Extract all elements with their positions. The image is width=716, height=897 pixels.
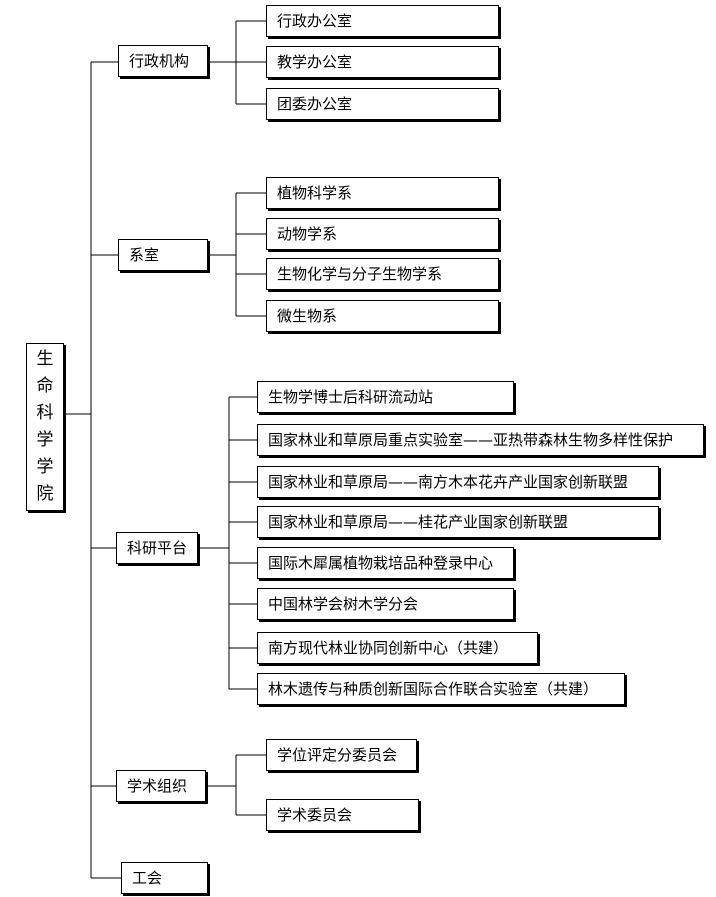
department-label: 工会 (132, 868, 163, 887)
root-label-char: 学 (36, 457, 54, 477)
department-label: 学术组织 (127, 776, 188, 795)
unit-label: 植物科学系 (277, 183, 353, 202)
root-label-char: 院 (36, 484, 54, 504)
unit-node: 中国林学会树木学分会 (257, 588, 514, 620)
unit-node: 生物化学与分子生物学系 (266, 258, 499, 290)
unit-node: 国家林业和草原局重点实验室——亚热带森林生物多样性保护 (257, 424, 704, 456)
unit-node: 教学办公室 (266, 46, 499, 78)
root-label: 生命科学学院 (37, 346, 54, 508)
unit-label: 国家林业和草原局——桂花产业国家创新联盟 (268, 512, 569, 531)
unit-node: 学术委员会 (266, 799, 419, 831)
department-label: 系室 (129, 245, 160, 264)
department-node-admin: 行政机构 (118, 45, 208, 77)
unit-label: 行政办公室 (277, 11, 353, 30)
unit-label: 国际木犀属植物栽培品种登录中心 (268, 553, 494, 572)
unit-node: 行政办公室 (266, 5, 499, 37)
unit-node: 国家林业和草原局——南方木本花卉产业国家创新联盟 (257, 466, 659, 498)
department-node-academic-org: 学术组织 (116, 770, 206, 802)
unit-label: 林木遗传与种质创新国际合作联合实验室（共建） (268, 679, 599, 698)
unit-node: 学位评定分委员会 (266, 739, 417, 771)
unit-label: 生物学博士后科研流动站 (268, 387, 434, 406)
unit-label: 学术委员会 (277, 805, 353, 824)
department-node-research-platform: 科研平台 (116, 532, 198, 564)
unit-node: 微生物系 (266, 300, 499, 332)
unit-label: 国家林业和草原局重点实验室——亚热带森林生物多样性保护 (268, 430, 674, 449)
department-label: 行政机构 (129, 51, 190, 70)
root-label-char: 命 (36, 376, 54, 396)
unit-label: 团委办公室 (277, 94, 353, 113)
root-label-char: 生 (36, 349, 54, 369)
unit-label: 中国林学会树木学分会 (268, 594, 419, 613)
unit-label: 南方现代林业协同创新中心（共建） (268, 638, 509, 657)
unit-node: 林木遗传与种质创新国际合作联合实验室（共建） (257, 673, 625, 705)
unit-node: 国际木犀属植物栽培品种登录中心 (257, 547, 514, 579)
root-node: 生命科学学院 (26, 343, 64, 511)
root-label-char: 学 (36, 430, 54, 450)
unit-label: 动物学系 (277, 224, 338, 243)
unit-label: 国家林业和草原局——南方木本花卉产业国家创新联盟 (268, 472, 629, 491)
department-node-divisions: 系室 (118, 239, 208, 271)
department-label: 科研平台 (127, 538, 188, 557)
unit-label: 微生物系 (277, 306, 338, 325)
unit-node: 生物学博士后科研流动站 (257, 381, 514, 413)
unit-node: 团委办公室 (266, 88, 499, 120)
department-node-union: 工会 (121, 862, 208, 894)
unit-node: 动物学系 (266, 218, 499, 250)
unit-node: 国家林业和草原局——桂花产业国家创新联盟 (257, 506, 659, 538)
unit-node: 南方现代林业协同创新中心（共建） (257, 632, 538, 664)
root-label-char: 科 (36, 403, 54, 423)
unit-label: 生物化学与分子生物学系 (277, 264, 443, 283)
unit-node: 植物科学系 (266, 177, 499, 209)
unit-label: 学位评定分委员会 (277, 745, 398, 764)
unit-label: 教学办公室 (277, 52, 353, 71)
